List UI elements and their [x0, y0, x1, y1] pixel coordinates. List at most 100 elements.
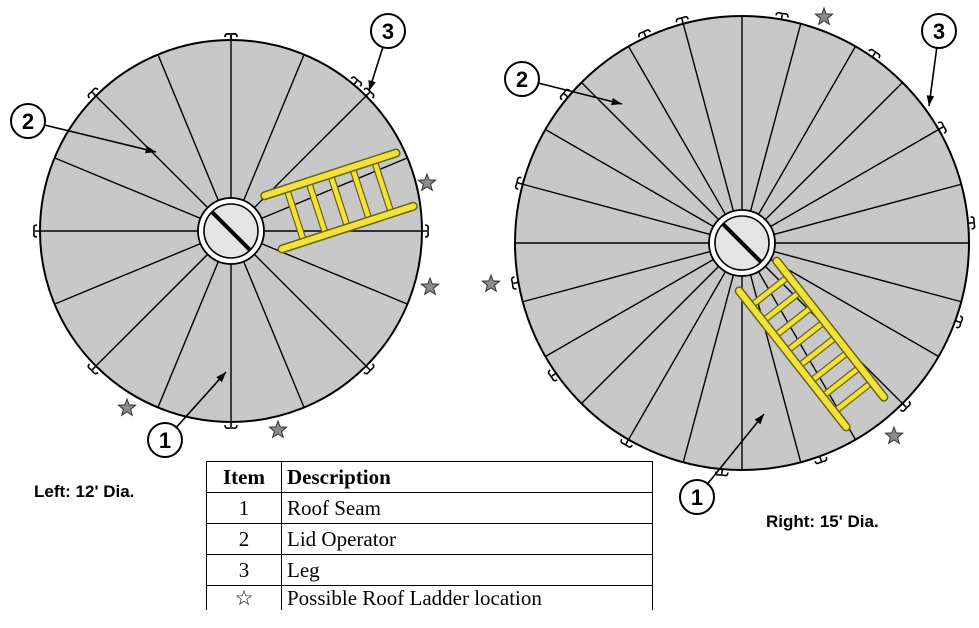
- roof-seam: [242, 54, 305, 201]
- legend-item: 3: [206, 554, 282, 586]
- roof-ladder: [734, 256, 889, 432]
- leg-icon: [547, 369, 558, 382]
- callout-leader: [44, 124, 157, 153]
- legend-row: 1 Roof Seam: [206, 492, 653, 524]
- callout-number: 1: [691, 485, 703, 510]
- leg-icon: [775, 11, 789, 20]
- callout-circle: [504, 61, 540, 97]
- roof-seam: [773, 250, 962, 303]
- legend-description: Lid Operator: [281, 523, 653, 555]
- legend-star-icon: ☆: [206, 585, 282, 610]
- legend-row: 3 Leg: [206, 554, 653, 586]
- roof-seam: [580, 265, 720, 405]
- callout-number: 3: [382, 19, 394, 44]
- leg-icon: [937, 121, 947, 134]
- callout-circle: [679, 479, 715, 515]
- roof-seam: [627, 46, 727, 215]
- legend-row: 2 Lid Operator: [206, 523, 653, 555]
- ladder-rung: [773, 304, 814, 338]
- callout-1: 1: [679, 413, 765, 515]
- ladder-location-star-icon: [481, 273, 501, 293]
- leg-icon: [422, 224, 429, 238]
- roof-seam: [749, 274, 802, 463]
- callout-arrowhead: [216, 372, 226, 383]
- ladder-location-star-icon: [814, 6, 834, 26]
- leg-icon: [638, 29, 651, 38]
- callout-arrowhead: [754, 414, 764, 425]
- leg-icon: [675, 15, 689, 24]
- legend-row: ☆ Possible Roof Ladder location: [206, 585, 653, 610]
- roof-seam: [773, 183, 962, 236]
- ladder-rung: [832, 380, 874, 414]
- legend-item: 1: [206, 492, 282, 524]
- ladder-location-star-icon: [884, 425, 904, 445]
- leg-icon: [33, 224, 40, 238]
- ladder-rail: [736, 287, 850, 430]
- leg-icon: [87, 87, 99, 99]
- callout-leader: [175, 371, 227, 428]
- callout-leader: [707, 413, 765, 485]
- callout-leader: [538, 82, 623, 105]
- callout-circle: [147, 422, 183, 458]
- callout-number: 2: [22, 109, 34, 134]
- leg-icon: [814, 456, 828, 465]
- roof-seam: [545, 258, 714, 358]
- roof-seam: [545, 128, 714, 228]
- callout-circle: [10, 103, 46, 139]
- ladder-rung: [785, 319, 826, 354]
- callout-number: 3: [933, 19, 945, 44]
- callout-3: 3: [921, 13, 957, 107]
- callout-arrowhead: [368, 80, 376, 91]
- roof-seam: [522, 183, 711, 236]
- roof-seam: [682, 274, 735, 463]
- ladder-rung: [809, 350, 850, 384]
- legend-description: Roof Seam: [281, 492, 653, 524]
- callout-arrowhead: [926, 95, 935, 106]
- lid-operator-bar: [210, 210, 252, 252]
- roof-seam: [253, 253, 367, 367]
- leg-icon: [350, 76, 363, 87]
- ladder-rung: [328, 173, 350, 229]
- leg-icon: [224, 422, 238, 429]
- lid-operator-bar: [721, 222, 763, 264]
- leg-icon: [363, 363, 375, 375]
- roof-seam: [54, 242, 201, 305]
- roof-ladder: [260, 148, 418, 254]
- callout-arrowhead: [145, 145, 156, 154]
- roof-seam: [770, 128, 939, 228]
- legend-description: Leg: [281, 554, 653, 586]
- roof-seam: [54, 157, 201, 220]
- ladder-rail: [773, 258, 887, 401]
- legend-header-row: Item Description: [206, 461, 653, 493]
- left-tank-roof-12ft: [33, 33, 440, 439]
- ladder-rung: [820, 365, 862, 399]
- ladder-location-star-icon: [417, 172, 437, 192]
- callout-1: 1: [147, 371, 227, 458]
- callout-3: 3: [368, 13, 406, 92]
- roof-seam: [627, 271, 727, 440]
- leg-icon: [514, 176, 523, 190]
- callout-circle: [921, 13, 957, 49]
- legend-table: Item Description 1 Roof Seam 2 Lid Opera…: [206, 461, 653, 610]
- roof-seam: [261, 242, 408, 305]
- callout-number: 2: [516, 67, 528, 92]
- leg-icon: [510, 276, 519, 290]
- ladder-rung: [284, 187, 307, 243]
- ladder-rung: [749, 274, 791, 308]
- leg-icon: [968, 216, 976, 230]
- legend-header-item: Item: [206, 461, 282, 493]
- leg-icon: [87, 363, 99, 375]
- roof-seam: [157, 261, 220, 408]
- ladder-rung: [350, 166, 372, 222]
- ladder-location-star-icon: [420, 276, 440, 296]
- legend-item: 2: [206, 523, 282, 555]
- ladder-rung: [797, 334, 838, 369]
- leg-icon: [224, 33, 238, 40]
- ladder-rail: [261, 150, 399, 199]
- leg-icon: [899, 400, 911, 412]
- left-tank-caption: Left: 12' Dia.: [34, 482, 135, 501]
- callout-2: 2: [10, 103, 157, 154]
- leg-icon: [955, 315, 964, 329]
- roof-seam: [770, 258, 939, 358]
